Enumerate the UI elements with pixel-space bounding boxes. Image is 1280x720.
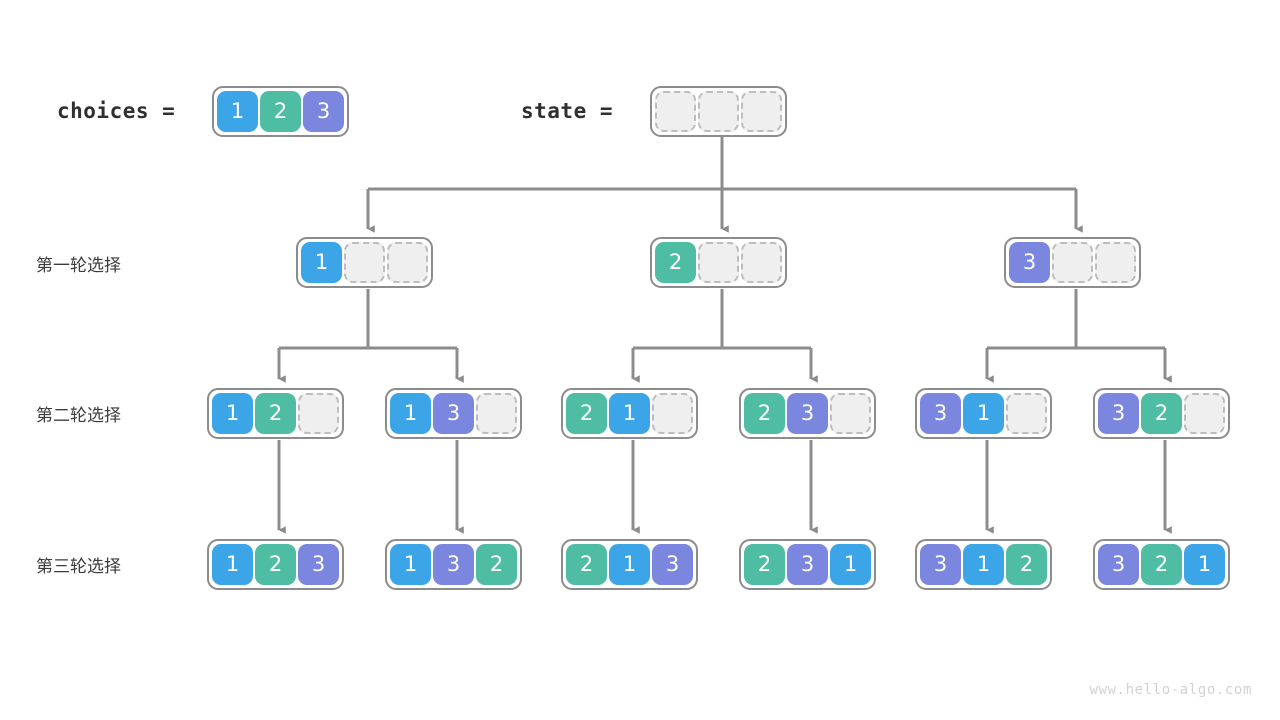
state-label: state = xyxy=(521,99,614,123)
array-cell-filled: 1 xyxy=(217,91,258,132)
array-cell-filled: 3 xyxy=(1098,544,1139,585)
array-cell-empty xyxy=(698,242,739,283)
array-cell-filled: 1 xyxy=(390,393,431,434)
array-cell-filled: 3 xyxy=(787,393,828,434)
array-cell-filled: 3 xyxy=(1098,393,1139,434)
array-cell-filled: 2 xyxy=(255,544,296,585)
array-cell-filled: 2 xyxy=(255,393,296,434)
array-cell-empty xyxy=(1006,393,1047,434)
array-cell-filled: 1 xyxy=(609,544,650,585)
array-cell-empty xyxy=(741,91,782,132)
array-cell-filled: 3 xyxy=(1009,242,1050,283)
array-cell-filled: 2 xyxy=(566,544,607,585)
array-cell-empty xyxy=(298,393,339,434)
array-cell-filled: 2 xyxy=(566,393,607,434)
row-title-round-1: 第一轮选择 xyxy=(36,256,121,276)
array-cell-filled: 1 xyxy=(609,393,650,434)
array-cell-filled: 1 xyxy=(1184,544,1225,585)
node-round1-3: 3 xyxy=(1004,237,1141,288)
array-cell-filled: 3 xyxy=(920,544,961,585)
row-title-round-2: 第二轮选择 xyxy=(36,406,121,426)
array-cell-filled: 3 xyxy=(303,91,344,132)
array-cell-empty xyxy=(830,393,871,434)
array-cell-filled: 2 xyxy=(260,91,301,132)
array-cell-empty xyxy=(741,242,782,283)
array-cell-filled: 3 xyxy=(787,544,828,585)
array-cell-filled: 2 xyxy=(476,544,517,585)
array-cell-empty xyxy=(1052,242,1093,283)
array-cell-filled: 1 xyxy=(390,544,431,585)
array-cell-empty xyxy=(698,91,739,132)
array-cell-empty xyxy=(655,91,696,132)
array-cell-filled: 1 xyxy=(212,544,253,585)
choices-label: choices = xyxy=(57,99,176,123)
array-cell-filled: 3 xyxy=(298,544,339,585)
array-cell-empty xyxy=(476,393,517,434)
array-cell-filled: 3 xyxy=(433,544,474,585)
array-cell-filled: 1 xyxy=(212,393,253,434)
array-cell-filled: 2 xyxy=(1141,393,1182,434)
array-cell-filled: 2 xyxy=(744,544,785,585)
state-array xyxy=(650,86,787,137)
array-cell-empty xyxy=(344,242,385,283)
array-cell-filled: 2 xyxy=(1006,544,1047,585)
array-cell-filled: 1 xyxy=(963,393,1004,434)
array-cell-filled: 1 xyxy=(830,544,871,585)
array-cell-empty xyxy=(387,242,428,283)
row-title-round-3: 第三轮选择 xyxy=(36,557,121,577)
node-round1-2: 2 xyxy=(650,237,787,288)
node-round1-1: 1 xyxy=(296,237,433,288)
array-cell-filled: 1 xyxy=(301,242,342,283)
array-cell-filled: 1 xyxy=(963,544,1004,585)
array-cell-filled: 2 xyxy=(655,242,696,283)
array-cell-empty xyxy=(1184,393,1225,434)
array-cell-empty xyxy=(1095,242,1136,283)
array-cell-filled: 3 xyxy=(652,544,693,585)
array-cell-filled: 3 xyxy=(433,393,474,434)
array-cell-filled: 2 xyxy=(1141,544,1182,585)
watermark: www.hello-algo.com xyxy=(1089,682,1252,698)
array-cell-filled: 3 xyxy=(920,393,961,434)
array-cell-filled: 2 xyxy=(744,393,785,434)
array-cell-empty xyxy=(652,393,693,434)
